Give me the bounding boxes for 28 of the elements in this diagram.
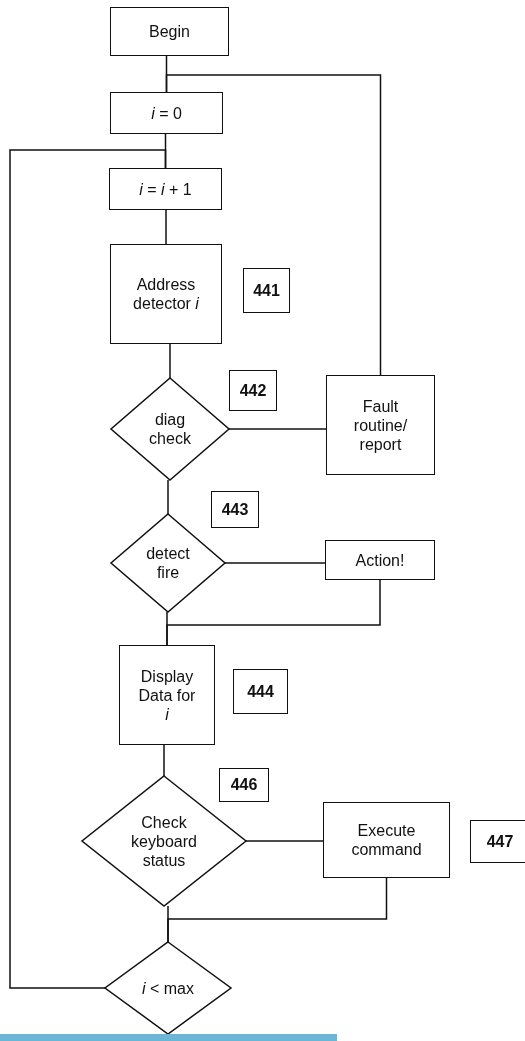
connector-line — [165, 209, 167, 245]
connector-line — [224, 562, 326, 564]
process-box: Display Data for i — [119, 645, 215, 745]
process-box: Address detector i — [110, 244, 222, 344]
decision-diamond: detect fire — [111, 514, 225, 612]
process-box: Begin — [110, 7, 229, 56]
callout-number: 441 — [243, 268, 290, 313]
callout-number: 442 — [229, 370, 277, 411]
decision-diamond: i < max — [105, 942, 231, 1034]
connector-line — [165, 74, 382, 376]
connector-line — [166, 611, 168, 646]
connector-line — [169, 343, 171, 379]
process-box: Execute command — [323, 802, 450, 878]
connector-line — [163, 744, 165, 777]
process-box: Action! — [325, 540, 435, 580]
decision-diamond: diag check — [111, 378, 229, 480]
connector-line — [167, 479, 169, 515]
callout-number: 447 — [470, 820, 525, 863]
connector-line — [9, 149, 167, 989]
process-box: Fault routine/ report — [326, 375, 435, 475]
process-box: i = 0 — [110, 92, 223, 134]
callout-number: 446 — [219, 768, 269, 802]
process-box: i = i + 1 — [109, 168, 222, 210]
connector-line — [245, 840, 324, 842]
connector-line — [228, 428, 327, 430]
callout-number: 443 — [211, 491, 259, 528]
connector-line — [167, 905, 169, 943]
callout-number: 444 — [233, 669, 288, 714]
